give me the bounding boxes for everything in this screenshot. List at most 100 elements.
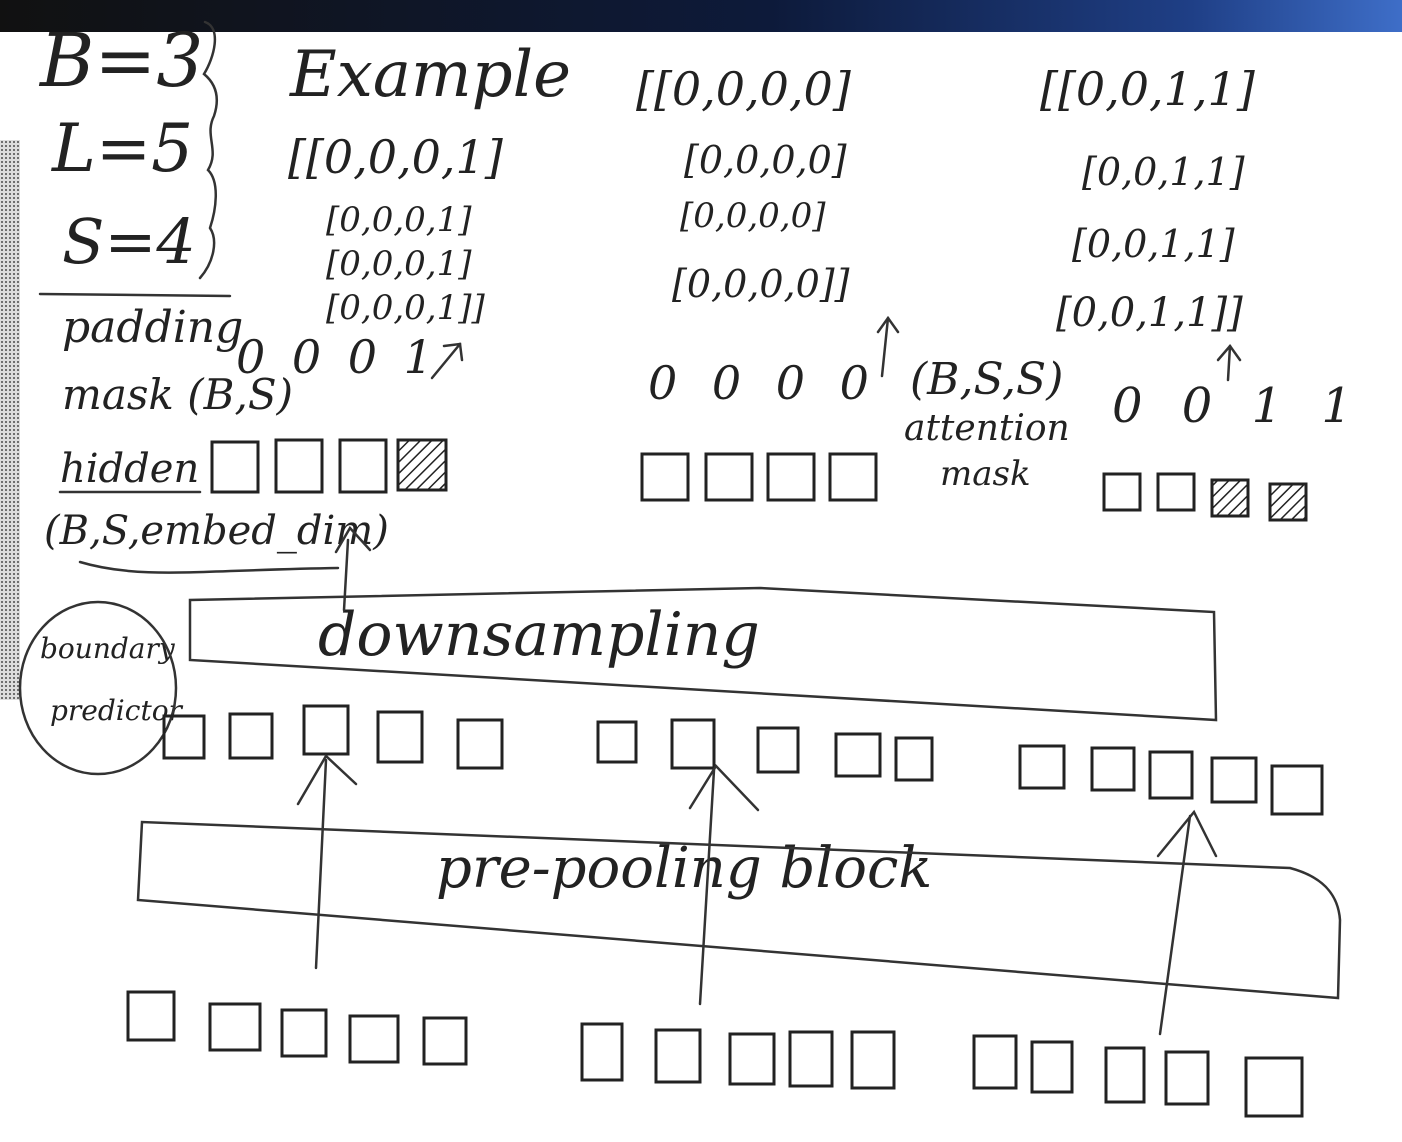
padding-mask-values: 0 0 0 1: [236, 330, 439, 384]
boundary-predictor-line-2: predictor: [50, 694, 182, 727]
pre-pooling-arrow-3: [1158, 814, 1192, 1036]
hidden-box: [640, 452, 690, 502]
middle-boxes-seq-2: [596, 718, 934, 782]
attention-matrix-b-row-4: [0,0,1,1]]: [1056, 290, 1243, 336]
middle-box: [756, 726, 800, 774]
attention-mask-values-a: 0 0 0 0: [648, 356, 879, 410]
boundary-predictor-circle: [18, 600, 178, 776]
pre-pooling-arrow-1-head: [296, 754, 358, 806]
hidden-box-padded: [1210, 478, 1250, 518]
pre-pooling-arrow-2-head: [688, 763, 760, 812]
downsampling-block: [188, 586, 1218, 722]
pre-pooling-block: [136, 820, 1342, 1000]
attention-matrix-b-row-1: [[0,0,1,1]: [1040, 62, 1255, 116]
padding-mask-label-1: padding: [62, 302, 244, 353]
pre-pooling-arrow-3-head: [1156, 809, 1218, 858]
attention-matrix-a-row-1: [[0,0,0,0]: [636, 62, 851, 116]
middle-box: [670, 718, 716, 770]
hidden-box: [1156, 472, 1196, 512]
hidden-shape: (B,S,embed_dim): [44, 508, 389, 554]
bottom-box: [654, 1028, 702, 1084]
padding-matrix-row-4: [0,0,0,1]]: [326, 288, 485, 328]
param-s: S=4: [62, 205, 196, 278]
bottom-box: [126, 990, 176, 1042]
bottom-box: [580, 1022, 624, 1082]
middle-box: [834, 732, 882, 778]
bottom-box: [1164, 1050, 1210, 1106]
attention-arrow-a-head: [876, 315, 900, 334]
pre-pooling-arrow-2: [698, 768, 716, 1006]
bottom-box: [1104, 1046, 1146, 1104]
photo-left-edge: [0, 140, 20, 700]
padding-matrix-row-1: [[0,0,0,1]: [288, 130, 503, 184]
padding-arrow-head: [442, 342, 464, 362]
padding-mask-label-2: mask (B,S): [62, 370, 293, 419]
bottom-box: [1244, 1056, 1304, 1118]
hidden-box: [274, 438, 324, 494]
param-brace: [198, 20, 218, 280]
middle-box: [1148, 750, 1194, 800]
middle-box: [596, 720, 638, 764]
padding-arrow: [430, 342, 462, 380]
attention-mask-shape: (B,S,S): [910, 354, 1064, 405]
attention-matrix-b-row-2: [0,0,1,1]: [1082, 150, 1245, 194]
attention-arrow-a: [880, 316, 890, 378]
downsampling-arrow-head: [334, 525, 372, 554]
downsampling-arrow: [342, 538, 350, 612]
middle-box: [302, 704, 350, 756]
bottom-box: [348, 1014, 400, 1064]
hidden-box-padded: [396, 438, 448, 492]
padding-matrix-row-2: [0,0,0,1]: [326, 200, 472, 240]
attention-matrix-a-row-4: [0,0,0,0]]: [672, 262, 850, 306]
middle-boxes-seq-3: [1018, 744, 1324, 816]
bottom-box: [972, 1034, 1018, 1090]
middle-box: [1210, 756, 1258, 804]
middle-box: [1018, 744, 1066, 790]
attention-mask-label-1: attention: [904, 408, 1070, 449]
middle-box: [894, 736, 934, 782]
hidden-box: [338, 438, 388, 494]
bottom-box: [850, 1030, 896, 1090]
attention-mask-values-b: 0 0 1 1: [1112, 378, 1364, 434]
attention-mask-label-2: mask: [940, 454, 1031, 494]
bottom-boxes-seq-1: [126, 990, 468, 1066]
bottom-boxes-seq-3: [972, 1034, 1304, 1118]
bottom-box: [422, 1016, 468, 1066]
padding-matrix-row-3: [0,0,0,1]: [326, 244, 472, 284]
pre-pooling-label: pre-pooling block: [436, 836, 933, 901]
bottom-box: [1030, 1040, 1074, 1094]
bottom-box: [280, 1008, 328, 1058]
middle-box: [1090, 746, 1136, 792]
bottom-box: [728, 1032, 776, 1086]
bottom-boxes-seq-2: [580, 1022, 896, 1090]
hidden-shape-underline: [78, 560, 340, 574]
example-title: Example: [290, 38, 571, 112]
hidden-box: [704, 452, 754, 502]
hidden-box: [210, 440, 260, 494]
pre-pooling-arrow-1: [314, 758, 328, 970]
bottom-box: [788, 1030, 834, 1088]
hidden-box-padded: [1268, 482, 1308, 522]
middle-box: [228, 712, 274, 760]
hidden-box: [828, 452, 878, 502]
param-l: L=5: [52, 110, 194, 187]
hidden-label: hidden: [60, 446, 200, 492]
param-underline: [38, 292, 232, 298]
middle-boxes-seq-1: [162, 704, 504, 770]
hidden-box: [766, 452, 816, 502]
attention-matrix-a-row-3: [0,0,0,0]: [680, 196, 826, 236]
middle-box: [456, 718, 504, 770]
boundary-predictor-line-1: boundary: [40, 632, 175, 665]
middle-box: [1270, 764, 1324, 816]
attention-matrix-a-row-2: [0,0,0,0]: [684, 138, 847, 182]
photo-top-edge: [0, 0, 1402, 32]
bottom-box: [208, 1002, 262, 1052]
hidden-box: [1102, 472, 1142, 512]
middle-box: [376, 710, 424, 764]
attention-arrow-b: [1226, 344, 1232, 382]
attention-arrow-b-head: [1216, 343, 1242, 362]
downsampling-label: downsampling: [318, 600, 760, 670]
middle-box: [162, 714, 206, 760]
attention-matrix-b-row-3: [0,0,1,1]: [1072, 222, 1235, 266]
